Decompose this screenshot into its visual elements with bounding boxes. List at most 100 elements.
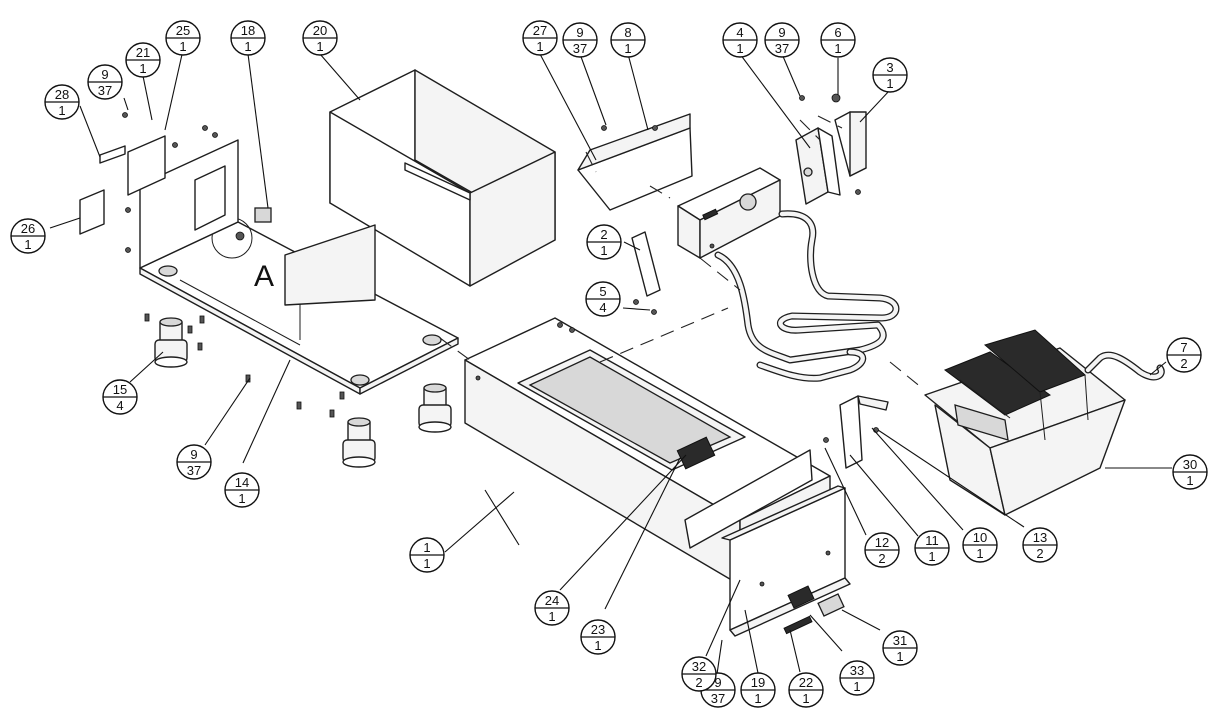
callout-c5: 54 (585, 281, 621, 317)
callout-part-number: 9 (101, 67, 108, 82)
element-bracket (823, 395, 889, 469)
callout-c6: 61 (820, 22, 856, 58)
callout-part-number: 14 (235, 475, 249, 490)
callout-part-number: 21 (136, 45, 150, 60)
callout-c9d: 937 (176, 444, 212, 480)
callout-part-number: 20 (313, 23, 327, 38)
callout-c1: 11 (409, 537, 445, 573)
rear-panel (79, 112, 272, 269)
callout-quantity: 1 (548, 609, 555, 624)
callout-quantity: 1 (1186, 473, 1193, 488)
callout-c12: 122 (864, 532, 900, 568)
callout-c23: 231 (580, 619, 616, 655)
callout-part-number: 28 (55, 87, 69, 102)
callout-part-number: 11 (925, 533, 939, 548)
basket-handle (1084, 351, 1165, 381)
callout-c9a: 937 (562, 22, 598, 58)
callout-part-number: 6 (834, 25, 841, 40)
callout-part-number: 22 (799, 675, 813, 690)
callout-c33: 331 (839, 660, 875, 696)
callout-quantity: 1 (600, 243, 607, 258)
callout-c13: 132 (1022, 527, 1058, 563)
callout-quantity: 2 (1036, 546, 1043, 561)
callout-c30: 301 (1172, 454, 1208, 490)
callout-c21: 211 (125, 42, 161, 78)
callout-part-number: 26 (21, 221, 35, 236)
callout-c2: 21 (586, 224, 622, 260)
callout-c25: 251 (165, 20, 201, 56)
callout-quantity: 2 (878, 551, 885, 566)
callout-quantity: 1 (594, 638, 601, 653)
callout-quantity: 1 (928, 549, 935, 564)
callout-quantity: 1 (24, 237, 31, 252)
callout-c31: 311 (882, 630, 918, 666)
callout-c20: 201 (302, 20, 338, 56)
foot-left-front (154, 317, 188, 368)
callout-c32: 322 (681, 656, 717, 692)
callout-c15: 154 (102, 379, 138, 415)
callout-part-number: 24 (545, 593, 559, 608)
callout-quantity: 1 (754, 691, 761, 706)
basket-right (983, 329, 1089, 441)
callout-c8: 81 (610, 22, 646, 58)
callout-quantity: 1 (139, 61, 146, 76)
callout-part-number: 25 (176, 23, 190, 38)
callout-quantity: 4 (599, 300, 606, 315)
callout-part-number: 2 (600, 227, 607, 242)
control-bracket (577, 113, 693, 211)
callout-part-number: 13 (1033, 530, 1047, 545)
callout-part-number: 4 (736, 25, 743, 40)
control-box (677, 167, 781, 259)
callout-c28: 281 (44, 84, 80, 120)
callout-quantity: 2 (695, 675, 702, 690)
callout-c24: 241 (534, 590, 570, 626)
callout-c22: 221 (788, 672, 824, 708)
callout-bubbles: 1121314154617281937937937937937101111122… (10, 20, 1208, 708)
callout-c9b: 937 (764, 22, 800, 58)
callout-quantity: 2 (1180, 356, 1187, 371)
leader-lines (49, 49, 1172, 675)
callout-quantity: 1 (853, 679, 860, 694)
callout-quantity: 1 (238, 491, 245, 506)
callout-part-number: 31 (893, 633, 907, 648)
callout-part-number: 30 (1183, 457, 1197, 472)
callout-c10: 101 (962, 527, 998, 563)
bracket-2 (631, 231, 661, 315)
mounting-block (795, 127, 841, 205)
callout-part-number: 18 (241, 23, 255, 38)
callout-quantity: 1 (976, 546, 983, 561)
callout-part-number: 9 (714, 675, 721, 690)
callout-part-number: 23 (591, 622, 605, 637)
callout-part-number: 3 (886, 60, 893, 75)
callout-quantity: 37 (775, 41, 789, 56)
callout-quantity: 1 (316, 39, 323, 54)
foot-right-rear (418, 383, 452, 433)
callout-part-number: 19 (751, 675, 765, 690)
callout-part-number: 9 (190, 447, 197, 462)
callout-c19: 191 (740, 672, 776, 708)
basket-left (943, 351, 1052, 441)
callout-quantity: 1 (58, 103, 65, 118)
callout-part-number: 32 (692, 659, 706, 674)
callout-quantity: 1 (244, 39, 251, 54)
callout-quantity: 1 (423, 556, 430, 571)
screws-base (144, 313, 345, 418)
main-tank (464, 317, 831, 586)
callout-quantity: 1 (834, 41, 841, 56)
callout-quantity: 37 (187, 463, 201, 478)
foot-right-front (342, 417, 376, 468)
bracket-3 (799, 93, 867, 195)
callout-quantity: 1 (896, 649, 903, 664)
callout-part-number: 7 (1180, 340, 1187, 355)
callout-quantity: 4 (116, 398, 123, 413)
assembly-lines (439, 115, 923, 389)
callout-quantity: 1 (802, 691, 809, 706)
callout-quantity: 1 (536, 39, 543, 54)
callout-c9c: 937 (87, 64, 123, 100)
callout-part-number: 12 (875, 535, 889, 550)
callout-quantity: 1 (179, 39, 186, 54)
front-panel (721, 485, 851, 637)
callout-part-number: 10 (973, 530, 987, 545)
